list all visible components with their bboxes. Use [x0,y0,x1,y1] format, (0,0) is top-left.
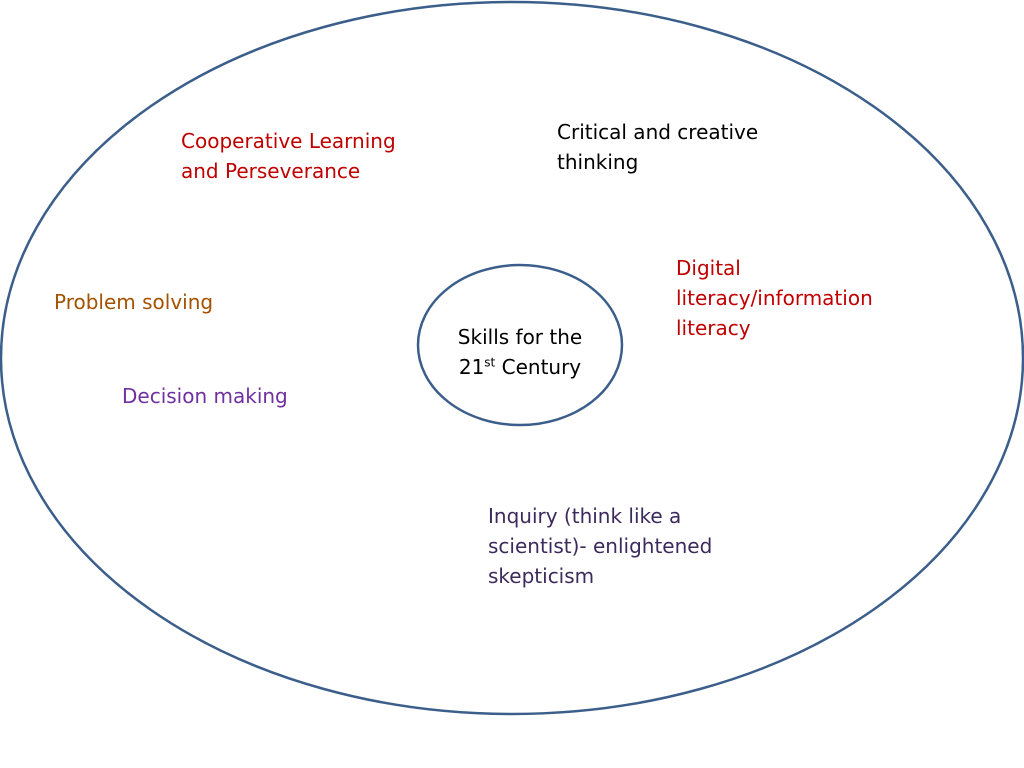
skill-decision-making: Decision making [122,381,288,411]
center-label-line2: 21st Century [420,352,620,382]
center-label-rest: Century [495,355,582,379]
skill-digital-literacy: Digital literacy/information literacy [676,253,873,343]
skill-line: Problem solving [54,290,214,314]
skill-line: thinking [557,150,639,174]
skill-line: literacy [676,316,751,340]
skill-line: literacy/information [676,286,873,310]
skill-line: Digital [676,256,741,280]
skill-line: Critical and creative [557,120,759,144]
skill-line: skepticism [488,564,595,588]
skill-inquiry: Inquiry (think like a scientist)- enligh… [488,501,712,591]
skill-critical-thinking: Critical and creative thinking [557,117,758,177]
center-ellipse [416,263,624,427]
skill-line: and Perseverance [181,159,361,183]
center-label-line1: Skills for the [457,325,583,349]
skill-line: Decision making [122,384,288,408]
center-label-superscript: st [484,355,496,370]
skill-line: Inquiry (think like a [488,504,682,528]
skill-line: scientist)- enlightened [488,534,713,558]
center-label: Skills for the 21st Century [420,322,620,382]
skill-problem-solving: Problem solving [54,287,213,317]
skill-line: Cooperative Learning [181,129,396,153]
center-label-number: 21 [458,355,485,379]
skill-cooperative-learning: Cooperative Learning and Perseverance [181,126,396,186]
outer-ellipse [0,0,1024,716]
